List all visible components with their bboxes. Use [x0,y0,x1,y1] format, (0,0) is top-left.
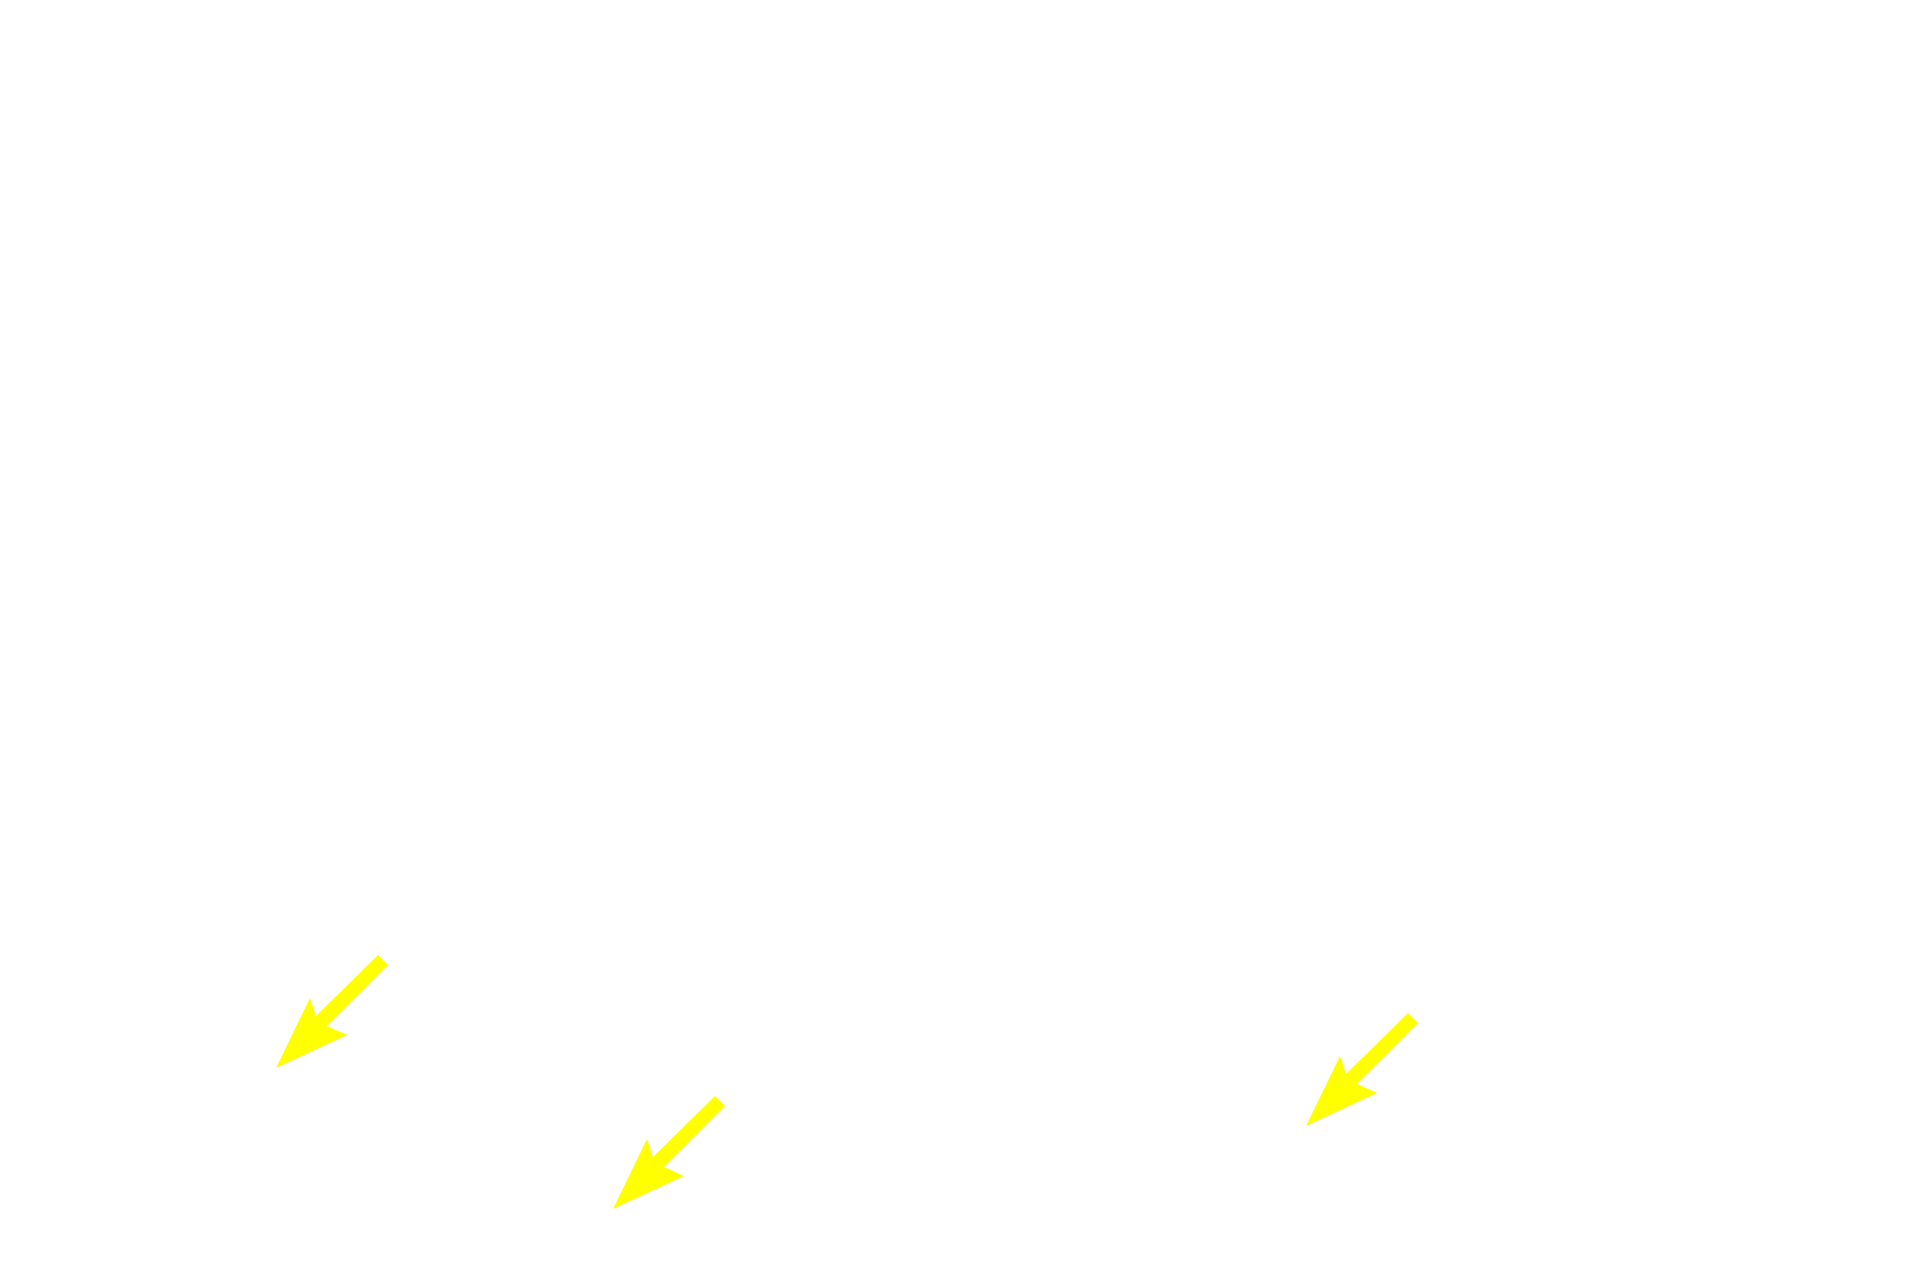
arrow-down-left-icon [276,955,388,1068]
arrow-down-left-icon [613,1096,725,1209]
arrow-down-left-icon [1306,1013,1418,1126]
